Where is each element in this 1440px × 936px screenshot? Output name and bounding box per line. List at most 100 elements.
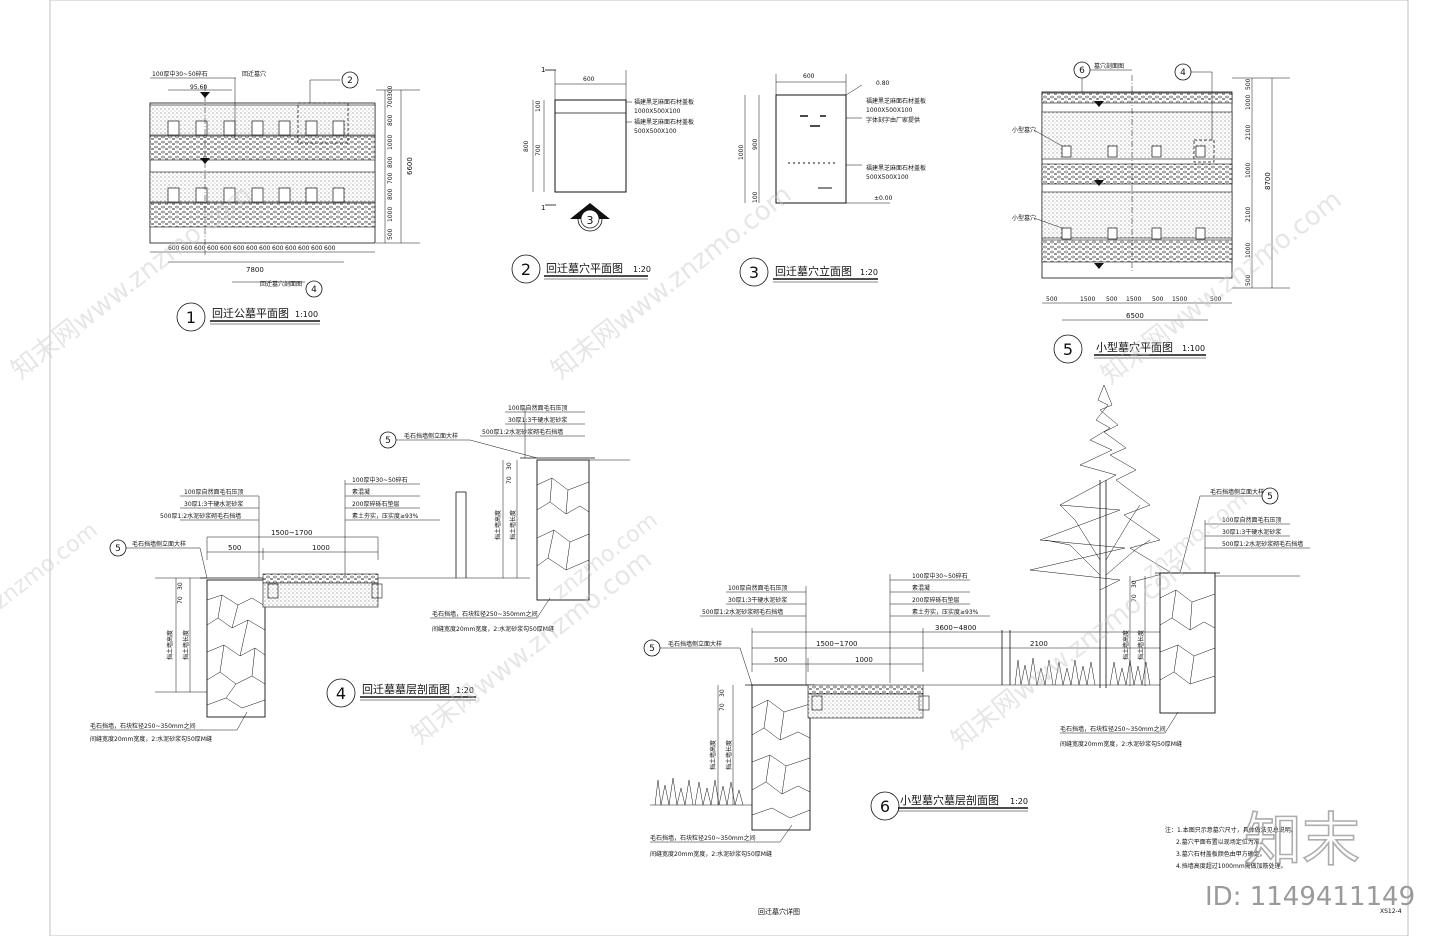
svg-text:注：1.本图只示意墓穴尺寸，具体做法见总说明。: 注：1.本图只示意墓穴尺寸，具体做法见总说明。 xyxy=(1165,826,1297,834)
stone-retaining-wall-right xyxy=(536,459,590,601)
svg-text:600: 600 xyxy=(324,245,336,252)
svg-text:挡土墙长度: 挡土墙长度 xyxy=(1137,630,1145,660)
svg-text:500: 500 xyxy=(1046,296,1058,303)
drawing-6-section: 100厚自然面毛石压顶 30厚1:3干硬水泥砂浆 500厚1:2水泥砂浆砌毛石挡… xyxy=(643,384,1310,858)
svg-text:素混凝: 素混凝 xyxy=(352,488,370,496)
top-callout: 100厚中30~50碎石 xyxy=(152,70,208,78)
svg-text:70: 70 xyxy=(1131,594,1138,602)
svg-text:500: 500 xyxy=(1106,296,1118,303)
svg-text:600: 600 xyxy=(272,245,284,252)
svg-text:800: 800 xyxy=(523,140,530,152)
svg-text:300: 300 xyxy=(387,85,394,97)
svg-text:30: 30 xyxy=(506,462,513,470)
tree-symbol xyxy=(1029,384,1171,688)
svg-text:毛石挡墙，石块粒径250~350mm之间: 毛石挡墙，石块粒径250~350mm之间 xyxy=(1060,725,1166,733)
d6-mid-layers: 100厚中30~50碎石 素混凝 200厚碎砾石垫层 素土夯实，压实度≥93% xyxy=(890,572,990,617)
svg-text:1500: 1500 xyxy=(1172,296,1187,303)
brand-logo: 知末 xyxy=(1244,806,1360,874)
d2-callouts: 福建黑芝麻面石材盖板 1000X500X100 福建黑芝麻面石材盖板 500X5… xyxy=(626,98,694,135)
svg-text:2.墓穴平面布置以现场定位为准。: 2.墓穴平面布置以现场定位为准。 xyxy=(1176,838,1266,846)
svg-text:间缝宽度20mm宽度，2:水泥砂浆勾50厚M缝: 间缝宽度20mm宽度，2:水泥砂浆勾50厚M缝 xyxy=(432,625,554,633)
svg-text:1000X500X100: 1000X500X100 xyxy=(634,108,681,115)
svg-text:毛石挡墙侧立面大样: 毛石挡墙侧立面大样 xyxy=(132,540,186,548)
svg-text:1:20: 1:20 xyxy=(860,268,878,277)
svg-text:5: 5 xyxy=(115,544,121,554)
svg-text:1000: 1000 xyxy=(855,656,873,664)
svg-text:600: 600 xyxy=(168,245,180,252)
svg-text:6: 6 xyxy=(880,797,890,816)
svg-text:500厚1:2水泥砂浆砌毛石挡墙: 500厚1:2水泥砂浆砌毛石挡墙 xyxy=(702,608,783,616)
svg-text:0.80: 0.80 xyxy=(876,80,890,87)
small-tomb-row-2 xyxy=(1061,227,1206,240)
svg-text:100厚自然面毛石压顶: 100厚自然面毛石压顶 xyxy=(184,488,243,496)
svg-text:30: 30 xyxy=(177,582,184,590)
svg-text:70: 70 xyxy=(506,476,513,484)
svg-text:5: 5 xyxy=(385,436,391,446)
svg-text:1500: 1500 xyxy=(1080,296,1095,303)
svg-text:600: 600 xyxy=(181,245,193,252)
svg-text:800: 800 xyxy=(387,188,394,200)
svg-text:500: 500 xyxy=(1245,274,1252,286)
drawing-title-3: 3 回迁墓穴立面图 1:20 xyxy=(739,257,878,287)
svg-text:小型墓穴墓层剖面图: 小型墓穴墓层剖面图 xyxy=(900,793,999,807)
svg-text:3600~4800: 3600~4800 xyxy=(935,624,977,632)
svg-text:福建黑芝麻面石材盖板: 福建黑芝麻面石材盖板 xyxy=(866,97,926,105)
svg-text:8700: 8700 xyxy=(1264,172,1272,190)
svg-text:2100: 2100 xyxy=(1030,640,1048,648)
general-notes: 注：1.本图只示意墓穴尺寸，具体做法见总说明。 2.墓穴平面布置以现场定位为准。… xyxy=(1165,826,1297,870)
inscription-lines xyxy=(788,115,836,189)
svg-text:500厚1:2水泥砂浆砌毛石挡墙: 500厚1:2水泥砂浆砌毛石挡墙 xyxy=(160,512,241,520)
svg-text:±0.00: ±0.00 xyxy=(874,195,893,202)
svg-text:800: 800 xyxy=(387,156,394,168)
svg-text:70: 70 xyxy=(177,596,184,604)
svg-text:900: 900 xyxy=(752,138,759,150)
stone-retaining-wall-left xyxy=(751,684,811,831)
svg-text:600: 600 xyxy=(311,245,323,252)
drawing-2-plan: 600 1 1 100 700 800 福建黑芝麻面石材盖板 1000X500X… xyxy=(511,66,694,284)
svg-text:1:20: 1:20 xyxy=(456,686,474,695)
svg-text:1:20: 1:20 xyxy=(1010,797,1028,806)
svg-text:1: 1 xyxy=(541,66,545,74)
d4-mid-layers: 100厚中30~50碎石 素混凝 200厚碎砾石垫层 素土夯实，压实度≥93% xyxy=(345,476,440,521)
svg-text:1000: 1000 xyxy=(1245,163,1252,178)
svg-text:1:20: 1:20 xyxy=(633,265,651,274)
svg-text:600: 600 xyxy=(285,245,297,252)
svg-text:3.墓穴石材盖板颜色由甲方确定。: 3.墓穴石材盖板颜色由甲方确定。 xyxy=(1176,850,1266,858)
svg-text:2100: 2100 xyxy=(1245,125,1252,140)
svg-text:30: 30 xyxy=(719,689,726,697)
svg-text:毛石挡墙，石块粒径250~350mm之间: 毛石挡墙，石块粒径250~350mm之间 xyxy=(90,722,196,730)
section-ref-bubble xyxy=(305,280,323,298)
drawing-5-plan: 6 墓穴剖面图 4 小型墓穴 小型墓穴 500 1000 2100 1000 2… xyxy=(1012,61,1290,364)
svg-text:4.挡墙高度超过1000mm需做加筋处理。: 4.挡墙高度超过1000mm需做加筋处理。 xyxy=(1176,862,1287,870)
svg-text:间缝宽度20mm宽度，2:水泥砂浆勾50厚M缝: 间缝宽度20mm宽度，2:水泥砂浆勾50厚M缝 xyxy=(90,735,212,743)
sheet-number: XS12-4 xyxy=(1380,908,1402,915)
svg-text:毛石挡墙侧立面大样: 毛石挡墙侧立面大样 xyxy=(1210,488,1264,496)
grass-symbols xyxy=(654,657,1151,806)
svg-text:1:100: 1:100 xyxy=(295,310,318,319)
svg-text:4: 4 xyxy=(1180,68,1186,78)
svg-text:3: 3 xyxy=(587,214,594,227)
svg-text:700: 700 xyxy=(387,96,394,108)
svg-text:挡土墙高度: 挡土墙高度 xyxy=(166,630,174,660)
svg-text:6: 6 xyxy=(1079,66,1085,76)
svg-text:500厚1:2水泥砂浆砌毛石挡墙: 500厚1:2水泥砂浆砌毛石挡墙 xyxy=(482,428,563,436)
svg-text:毛石挡墙，石块粒径250~350mm之间: 毛石挡墙，石块粒径250~350mm之间 xyxy=(650,834,756,842)
svg-text:500X500X100: 500X500X100 xyxy=(634,128,677,135)
svg-text:2100: 2100 xyxy=(1245,207,1252,222)
section-ref-bubble xyxy=(341,71,359,89)
small-tomb-row-1 xyxy=(1061,145,1206,158)
svg-text:200厚碎砾石垫层: 200厚碎砾石垫层 xyxy=(352,500,399,508)
svg-text:200厚碎砾石垫层: 200厚碎砾石垫层 xyxy=(912,596,959,604)
svg-text:100: 100 xyxy=(535,100,542,112)
svg-text:1: 1 xyxy=(186,308,196,327)
d5-bottom-dims: 500 1500 500 1500 500 1500 500 xyxy=(1046,296,1222,303)
svg-text:3: 3 xyxy=(749,263,759,282)
svg-text:30: 30 xyxy=(1131,580,1138,588)
svg-text:1500~1700: 1500~1700 xyxy=(271,529,313,537)
svg-text:6500: 6500 xyxy=(1126,312,1144,320)
svg-text:500: 500 xyxy=(1210,296,1222,303)
svg-text:毛石挡墙侧立面大样: 毛石挡墙侧立面大样 xyxy=(668,640,722,648)
svg-text:1000: 1000 xyxy=(387,135,394,150)
d4-left-layers: 100厚自然面毛石压顶 30厚1:3干硬水泥砂浆 500厚1:2水泥砂浆砌毛石挡… xyxy=(160,488,243,520)
svg-text:挡土墙高度: 挡土墙高度 xyxy=(1122,630,1130,660)
